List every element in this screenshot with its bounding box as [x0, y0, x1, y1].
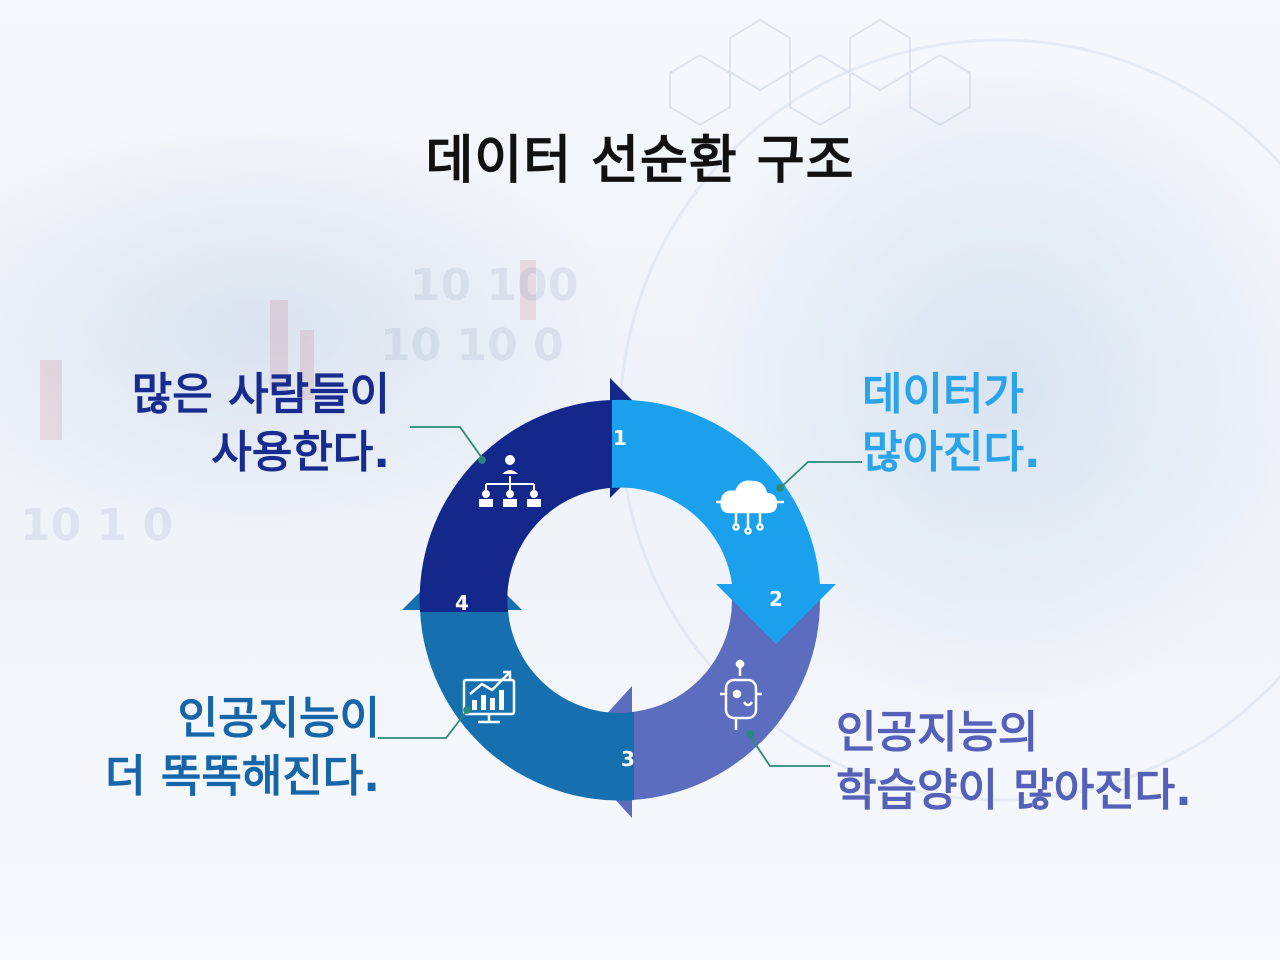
connector-lines	[378, 426, 862, 767]
step-label-1: 많은 사람들이 사용한다.	[60, 366, 390, 482]
step-number-3: 3	[621, 747, 635, 771]
connector-line-4	[378, 711, 467, 739]
robot-head-icon	[720, 659, 762, 730]
growth-chart-icon	[462, 670, 516, 724]
step-number-1: 1	[613, 426, 627, 450]
cycle-segment-1	[419, 378, 670, 612]
step-number-4: 4	[455, 591, 469, 615]
step-label-4-line2: 더 똑똑해진다.	[105, 751, 380, 802]
svg-text:10 100: 10 100	[410, 260, 578, 311]
step-label-2-line2: 많아진다.	[862, 427, 1041, 478]
cycle-segment-3	[572, 600, 821, 818]
step-number-2: 2	[769, 587, 783, 611]
cycle-segment-4	[402, 550, 634, 801]
page-title: 데이터 선순환 구조	[425, 131, 855, 191]
step-label-2: 데이터가 많아진다.	[862, 366, 1162, 482]
organization-chart-icon	[479, 455, 541, 507]
step-label-1-line1: 많은 사람들이	[131, 369, 390, 420]
cloud-network-icon	[716, 480, 784, 535]
cycle-segment-2	[612, 399, 836, 644]
svg-text:10 1 0: 10 1 0	[20, 500, 173, 551]
connector-line-3	[749, 735, 830, 767]
connector-line-2	[779, 461, 862, 489]
step-label-3: 인공지능의 학습양이 많아진다.	[836, 704, 1276, 820]
step-label-3-line1: 인공지능의	[836, 707, 1039, 758]
svg-text:10 10 0: 10 10 0	[380, 320, 564, 371]
step-label-4: 인공지능이 더 똑똑해진다.	[40, 690, 380, 806]
connector-line-1	[410, 426, 483, 459]
step-label-3-line2: 학습양이 많아진다.	[836, 765, 1192, 816]
step-label-4-line1: 인공지능이	[177, 693, 380, 744]
step-label-2-line1: 데이터가	[862, 369, 1024, 420]
step-label-1-line2: 사용한다.	[211, 427, 390, 478]
